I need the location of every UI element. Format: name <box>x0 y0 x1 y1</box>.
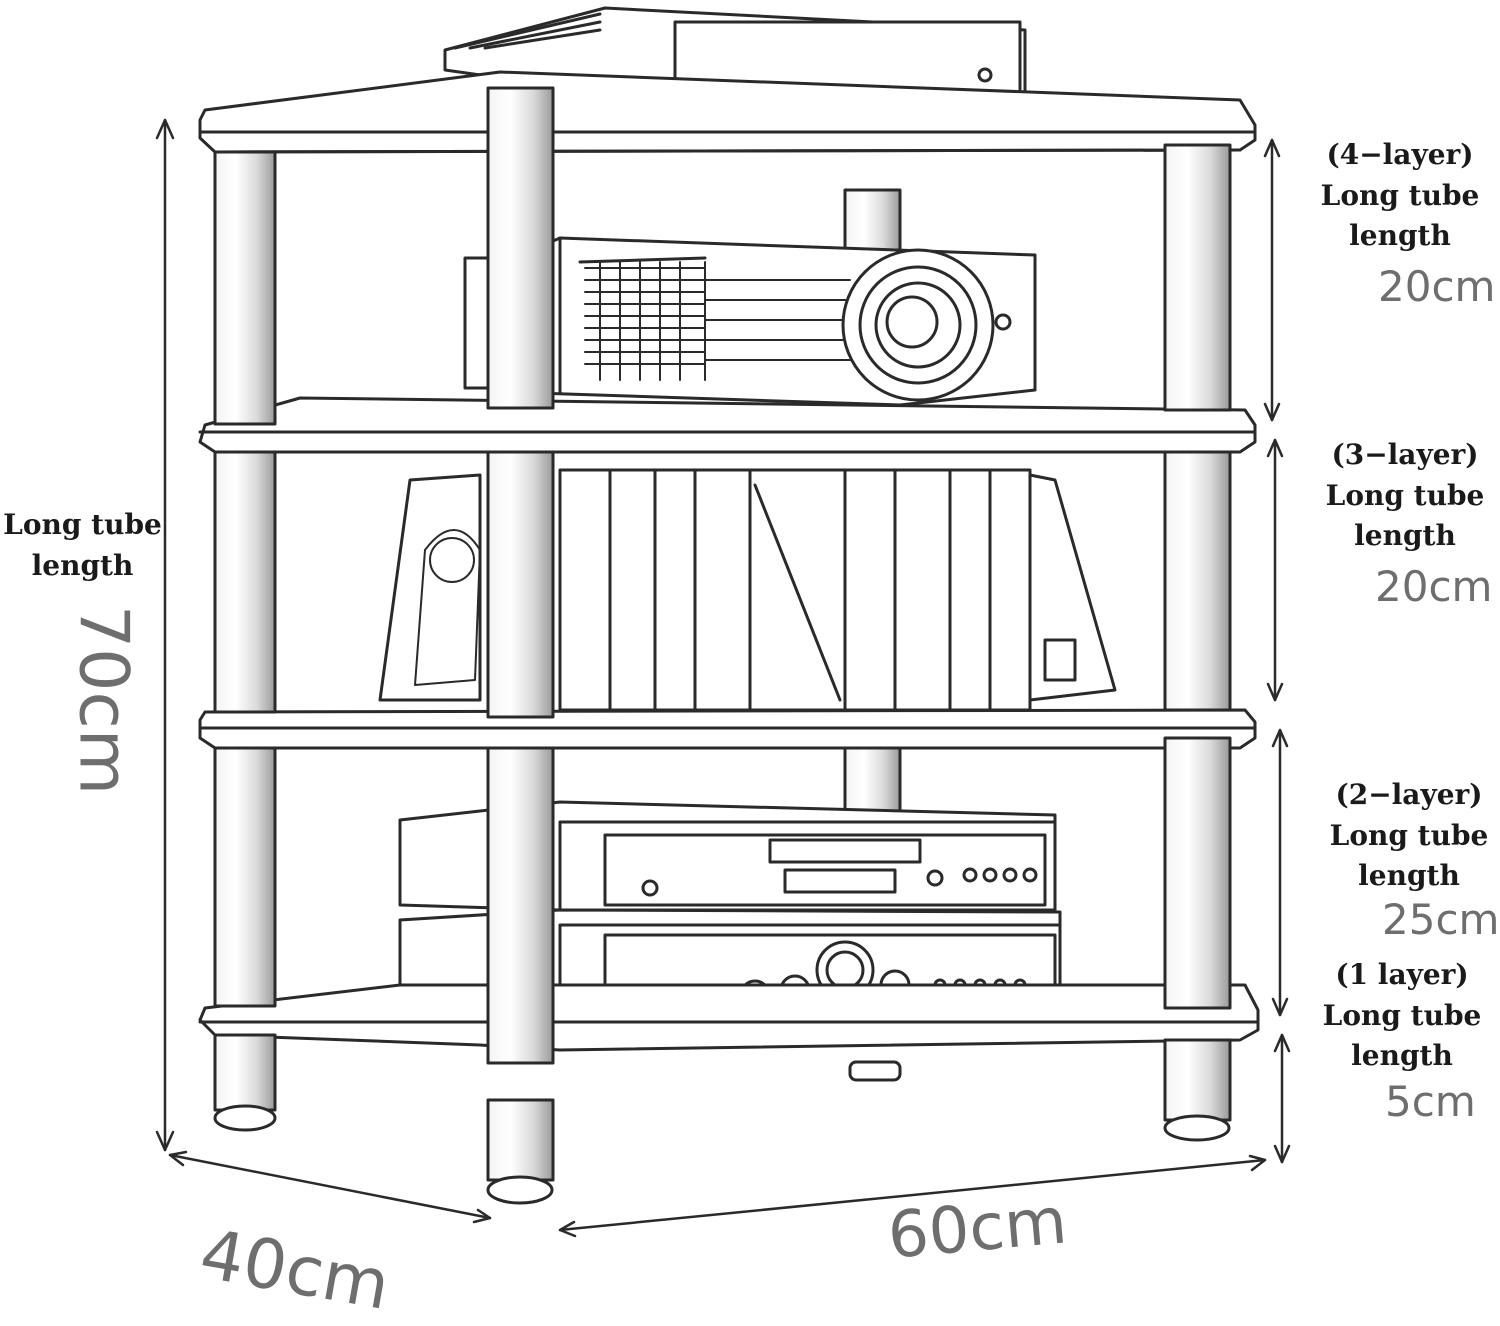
total-height-line1: Long tube <box>3 508 162 541</box>
layer-4-line2: length <box>1349 219 1451 253</box>
layer-2-line1: Long tube <box>1329 818 1489 852</box>
post-front-left <box>213 150 277 1132</box>
layer-1-tag: (1 layer) <box>1335 958 1469 991</box>
layer-3-line2: length <box>1354 519 1456 553</box>
shelf-2 <box>198 708 1257 750</box>
width-value: 60cm <box>885 1184 1070 1274</box>
layer-4-label: (4−layer) Long tube length <box>1300 135 1500 257</box>
layer-3-line1: Long tube <box>1325 478 1485 512</box>
post-front-right <box>1163 143 1232 1142</box>
layer-3-value: 20cm <box>1375 562 1493 611</box>
shelf-3 <box>198 396 1257 454</box>
layer-2-label: (2−layer) Long tube length <box>1318 775 1500 897</box>
layer-4-value: 20cm <box>1378 262 1496 311</box>
layer-2-value: 25cm <box>1382 895 1500 944</box>
shelf-4-top <box>198 70 1257 154</box>
projector <box>463 236 1037 407</box>
layer-4-line1: Long tube <box>1320 178 1480 212</box>
layer-1-label: (1 layer) Long tube length <box>1302 955 1500 1077</box>
layer-1-line1: Long tube <box>1322 998 1482 1032</box>
layer-1-line2: length <box>1351 1039 1453 1073</box>
total-height-line2: length <box>31 548 134 582</box>
total-height-value: 70cm <box>63 604 143 796</box>
shelf-1-bottom <box>198 983 1260 1082</box>
post-front-center <box>486 86 555 1205</box>
total-height-label: Long tube length <box>0 505 165 586</box>
dimension-lines <box>155 118 1291 1238</box>
layer-1-value: 5cm <box>1385 1077 1476 1126</box>
layer-2-line2: length <box>1358 859 1460 893</box>
layer-4-tag: (4−layer) <box>1326 138 1474 171</box>
layer-3-tag: (3−layer) <box>1331 438 1479 471</box>
layer-3-label: (3−layer) Long tube length <box>1305 435 1500 557</box>
layer-2-tag: (2−layer) <box>1335 778 1483 811</box>
post-back-center <box>843 188 902 252</box>
